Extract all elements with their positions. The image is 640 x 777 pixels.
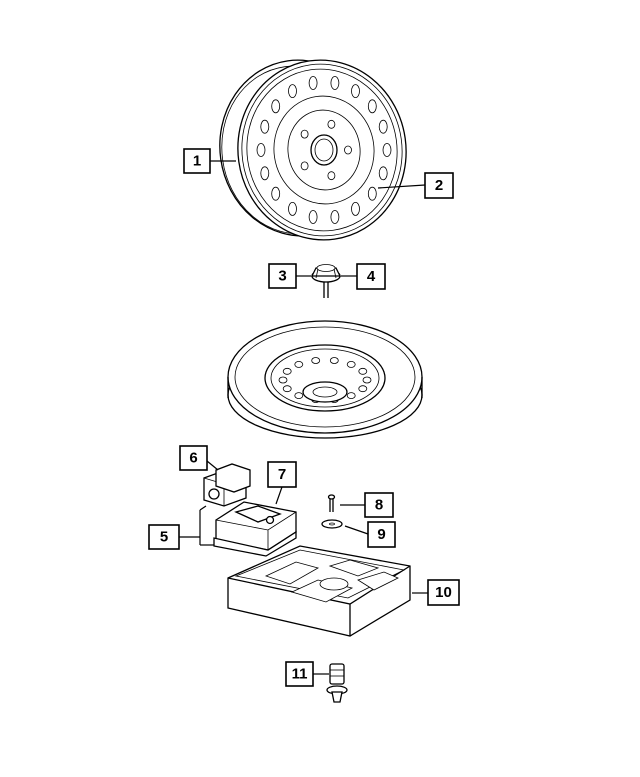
callout-8-label: 8: [375, 497, 383, 514]
callout-5-label: 5: [160, 529, 168, 546]
spare-tire-illustration: [227, 320, 423, 439]
leader-lines: [179, 160, 428, 675]
vent-hole: [308, 76, 318, 90]
vent-hole: [351, 84, 360, 98]
storage-tray-illustration: [227, 545, 411, 637]
callout-5: 5: [148, 524, 180, 550]
callout-8: 8: [364, 492, 394, 518]
vent-hole: [256, 143, 266, 157]
vent-hole: [327, 171, 336, 181]
callout-11: 11: [285, 661, 314, 687]
callout-6-label: 6: [189, 450, 197, 467]
callout-9: 9: [367, 521, 396, 548]
vent-hole: [329, 357, 339, 364]
vent-hole: [271, 99, 281, 114]
callout-2: 2: [424, 172, 454, 199]
fastener-illustration: [326, 663, 348, 703]
vent-hole: [288, 84, 297, 98]
callout-3: 3: [268, 263, 297, 289]
vent-hole: [358, 367, 368, 375]
vent-hole: [351, 201, 360, 216]
vent-hole: [300, 161, 309, 171]
vent-hole: [382, 143, 392, 157]
vent-hole: [294, 360, 304, 368]
spare-wheel-illustration: [219, 59, 407, 241]
sealant-bottle-illustration: [203, 463, 251, 507]
vent-hole: [367, 99, 377, 114]
callout-11-label: 11: [292, 666, 308, 683]
vent-hole: [358, 385, 368, 393]
vent-hole: [278, 376, 288, 384]
callout-2-label: 2: [435, 177, 443, 194]
callout-3-label: 3: [278, 268, 286, 285]
vent-hole: [271, 186, 281, 201]
vent-hole: [330, 76, 340, 90]
vent-hole: [330, 210, 340, 224]
vent-hole: [378, 119, 388, 134]
vent-hole: [260, 166, 270, 181]
washer-illustration: [321, 519, 343, 529]
callout-4: 4: [356, 263, 386, 290]
callout-10: 10: [427, 579, 460, 606]
callout-7-label: 7: [278, 466, 286, 483]
vent-hole: [294, 392, 304, 400]
vent-hole: [308, 210, 318, 224]
callout-7: 7: [267, 461, 297, 488]
vent-hole: [300, 129, 309, 139]
vent-hole: [362, 376, 372, 384]
vent-hole: [288, 201, 297, 216]
vent-hole: [282, 367, 292, 375]
vent-hole: [282, 385, 292, 393]
vent-hole: [346, 360, 356, 368]
vent-hole: [327, 119, 336, 129]
vent-hole: [260, 119, 270, 134]
hold-down-nut-illustration: [310, 264, 342, 298]
vent-hole: [367, 186, 377, 201]
callout-10-label: 10: [435, 584, 452, 601]
vent-hole: [378, 166, 388, 181]
callout-9-label: 9: [377, 526, 385, 543]
callout-1: 1: [183, 148, 211, 174]
vent-hole: [346, 392, 356, 400]
bolt-illustration: [327, 494, 336, 512]
callout-4-label: 4: [367, 268, 376, 285]
vent-hole: [344, 145, 352, 155]
callout-1-label: 1: [193, 153, 201, 170]
compressor-illustration: [213, 501, 297, 557]
vent-hole: [311, 357, 321, 364]
callout-6: 6: [179, 445, 208, 471]
